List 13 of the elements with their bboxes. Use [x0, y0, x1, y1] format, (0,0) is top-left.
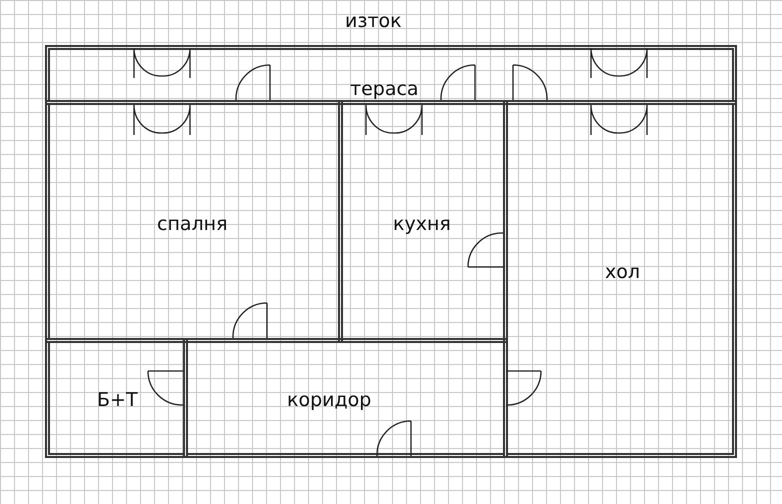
room-label: тераса: [350, 78, 419, 100]
room-label: Б+Т: [97, 389, 138, 411]
terrace-outline: [45, 45, 737, 105]
room-label: кухня: [393, 213, 451, 235]
compass-direction-label: изток: [345, 10, 402, 32]
room-outline: [338, 100, 508, 343]
room-label: спалня: [157, 213, 228, 235]
room-outline: [45, 338, 188, 458]
room-outline: [45, 100, 343, 343]
room-outline: [503, 100, 737, 458]
room-label: коридор: [287, 389, 372, 411]
room-outline: [183, 338, 508, 458]
room-label: хол: [605, 261, 640, 283]
